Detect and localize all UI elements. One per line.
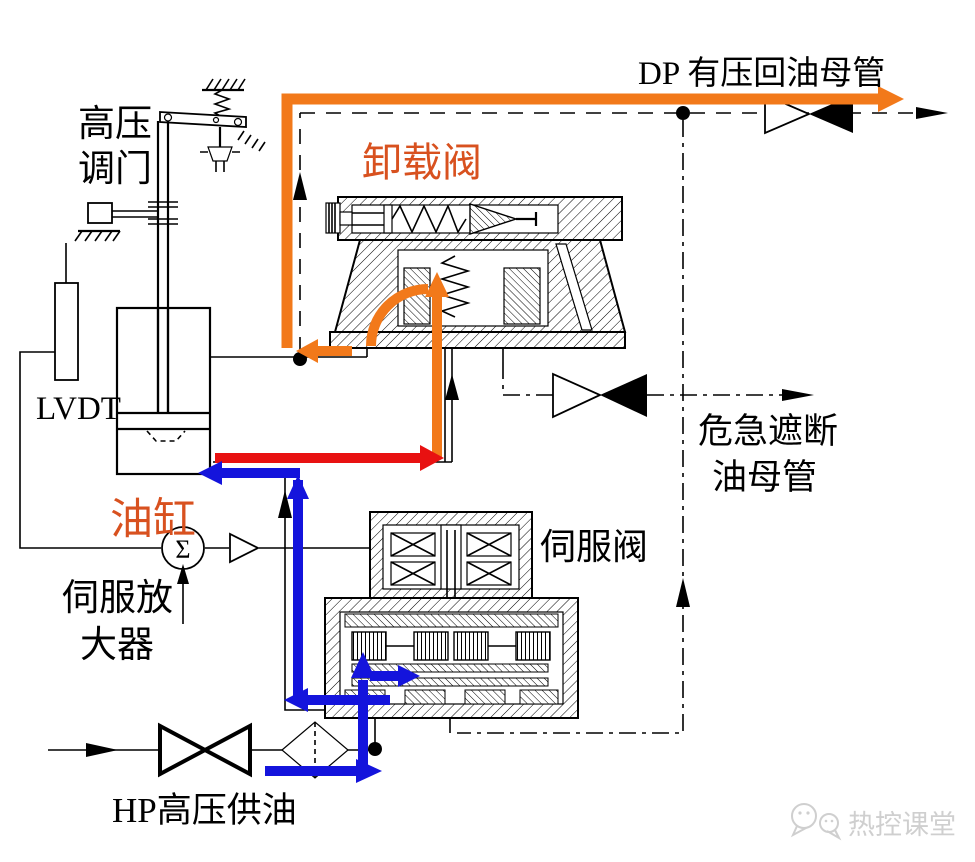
label-servo-valve: 伺服阀 xyxy=(540,527,648,567)
return-header-pipe xyxy=(293,106,948,352)
oil-cylinder-drawing xyxy=(115,306,212,476)
servo-amplifier-symbol: Σ xyxy=(161,526,372,624)
label-servo-amplifier-1: 伺服放 xyxy=(62,577,173,619)
emergency-trip-pipe xyxy=(502,348,814,401)
spool-lands xyxy=(351,631,551,661)
label-oil-cylinder: 油缸 xyxy=(110,496,196,544)
unloading-valve-drawing xyxy=(325,196,627,349)
label-hp-control-valve-2: 调门 xyxy=(78,148,152,190)
torque-motor-coils xyxy=(390,532,512,586)
return-flow-orange xyxy=(281,86,904,458)
label-hp-control-valve-1: 高压 xyxy=(78,103,152,145)
label-emergency-trip-1: 危急遮断 xyxy=(698,412,838,451)
cylinder-drain-flow-red xyxy=(215,445,444,471)
label-hp-oil-supply: HP高压供油 xyxy=(112,791,297,830)
label-dp-return-header: DP 有压回油母管 xyxy=(638,55,885,92)
hp-supply-valve-symbol xyxy=(158,722,252,778)
emergency-trip-valve-symbol xyxy=(552,372,647,419)
cylinder-return-pipe xyxy=(210,348,368,366)
watermark-text: 热控课堂 xyxy=(848,810,956,840)
servo-valve-drawing xyxy=(324,511,579,719)
label-unloading-valve: 卸载阀 xyxy=(362,140,482,185)
cylinder-to-unloading-pipe xyxy=(213,348,459,463)
hp-supply-pipe xyxy=(48,705,382,757)
label-lvdt: LVDT xyxy=(36,391,121,427)
summator-sigma: Σ xyxy=(175,535,190,564)
label-servo-amplifier-2: 大器 xyxy=(80,625,154,666)
label-emergency-trip-2: 油母管 xyxy=(712,458,817,497)
supply-flow-blue xyxy=(198,461,420,783)
feedback-wire xyxy=(19,351,161,549)
watermark-logo: 热控课堂 xyxy=(790,803,956,841)
lvdt-sensor xyxy=(54,243,79,381)
wechat-bubbles-icon xyxy=(790,803,842,841)
